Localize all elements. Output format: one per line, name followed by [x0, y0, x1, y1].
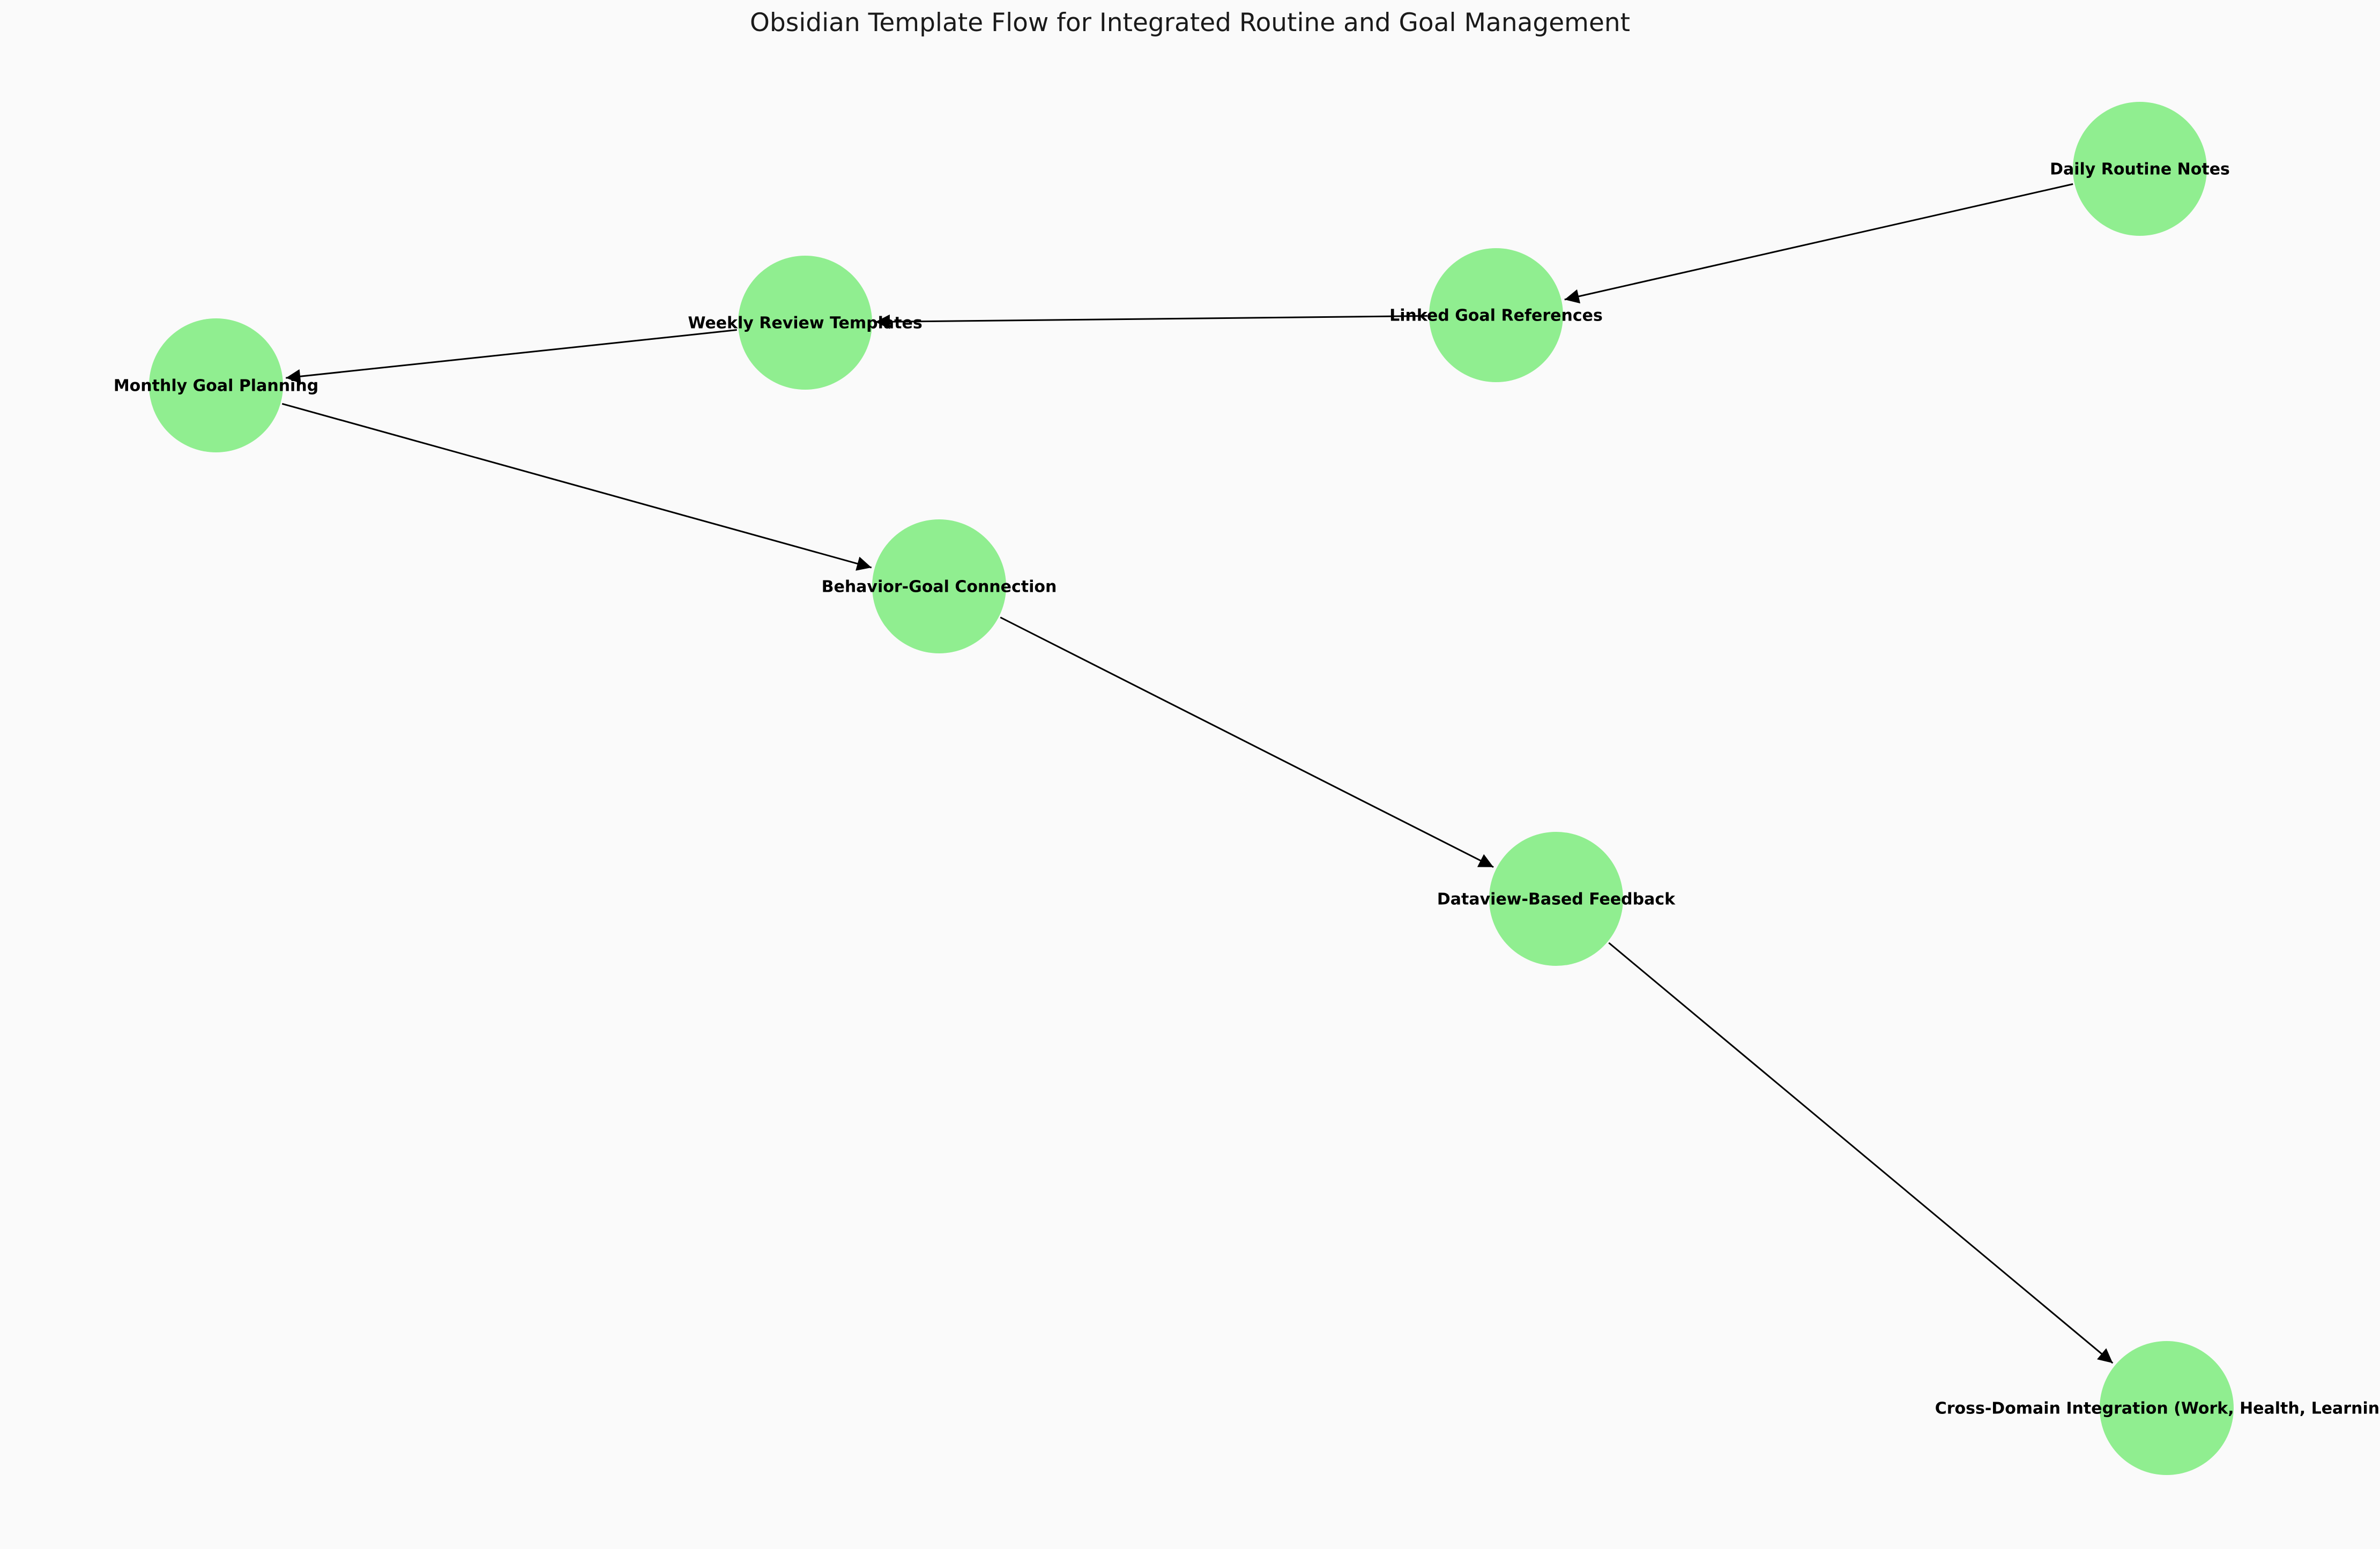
edge-dataview-cross: [1608, 942, 2114, 1364]
node-monthly: [149, 318, 283, 452]
node-label-dataview: Dataview-Based Feedback: [1437, 890, 1676, 909]
node-weekly: [738, 256, 872, 390]
node-behavior: [872, 519, 1006, 653]
edges-layer: [281, 183, 2114, 1364]
node-dataview: [1489, 832, 1623, 966]
edge-behavior-dataview: [1000, 616, 1494, 868]
node-label-cross: Cross-Domain Integration (Work, Health, …: [1935, 1399, 2380, 1418]
node-cross: [2100, 1341, 2234, 1475]
chart-title: Obsidian Template Flow for Integrated Ro…: [750, 8, 1630, 38]
node-daily: [2073, 102, 2207, 236]
node-linked: [1429, 248, 1563, 382]
node-label-weekly: Weekly Review Templates: [688, 314, 922, 333]
edge-monthly-behavior: [281, 403, 872, 571]
edge-daily-linked: [1564, 183, 2073, 304]
node-label-linked: Linked Goal References: [1389, 307, 1603, 325]
node-label-monthly: Monthly Goal Planning: [114, 377, 318, 396]
edge-weekly-monthly: [286, 329, 737, 384]
node-label-daily: Daily Routine Notes: [2050, 160, 2230, 179]
nodes-layer: [149, 102, 2234, 1475]
edge-linked-weekly: [875, 314, 1428, 329]
node-label-behavior: Behavior-Goal Connection: [822, 578, 1057, 597]
